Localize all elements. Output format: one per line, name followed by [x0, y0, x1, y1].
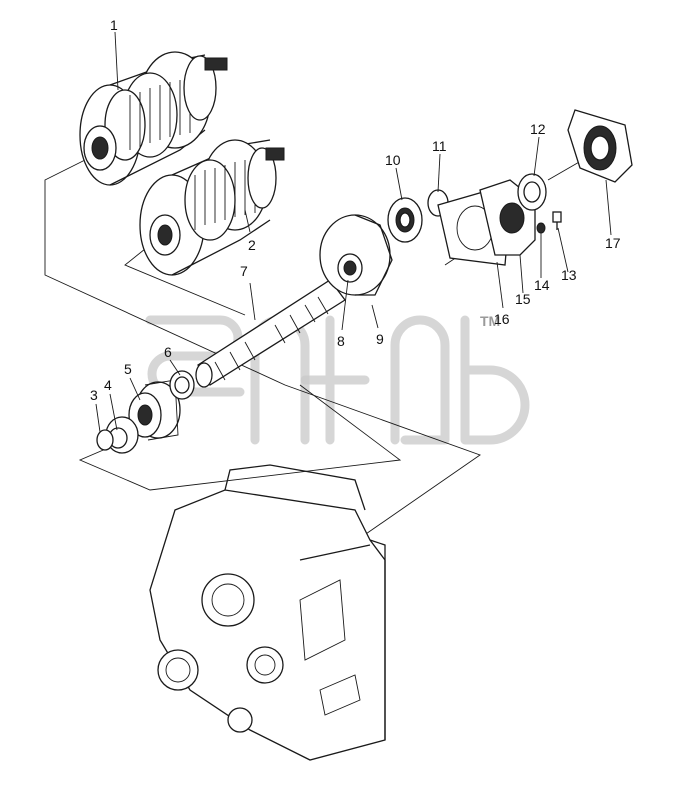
callout-10: 10 — [385, 152, 401, 168]
callout-16: 16 — [494, 311, 510, 327]
callout-17: 17 — [605, 235, 621, 251]
callout-11: 11 — [432, 138, 447, 154]
callout-12: 12 — [530, 121, 546, 137]
callout-14: 14 — [534, 277, 550, 293]
part-4-bearing — [105, 416, 139, 454]
part-7-main-shaft — [195, 279, 346, 388]
callout-3: 3 — [90, 387, 98, 403]
part-1-gear-cluster — [79, 51, 228, 186]
part-13-bolt — [552, 211, 562, 230]
part-10-bearing — [387, 197, 423, 243]
callout-5: 5 — [124, 361, 132, 377]
part-17-end-cover — [567, 109, 633, 183]
callout-6: 6 — [164, 344, 172, 360]
part-5-gear — [128, 379, 181, 441]
part-2-gear-cluster — [139, 139, 285, 276]
callout-1: 1 — [110, 17, 118, 33]
callout-2: 2 — [248, 237, 256, 253]
callout-13: 13 — [561, 267, 577, 283]
part-6-ring — [169, 370, 195, 400]
callout-leaders — [95, 31, 612, 433]
callout-4: 4 — [104, 377, 112, 393]
callout-7: 7 — [240, 263, 248, 279]
callout-8: 8 — [337, 333, 345, 349]
watermark-tm: TM — [480, 313, 500, 329]
gearbox-housing — [149, 464, 386, 761]
part-14-washer — [536, 222, 546, 234]
callout-15: 15 — [515, 291, 531, 307]
callout-labels: 1 2 3 4 5 6 7 8 9 10 11 12 13 14 15 16 1… — [90, 17, 621, 403]
callout-9: 9 — [376, 331, 384, 347]
part-12-seal — [517, 173, 547, 211]
part-9-gear — [319, 214, 393, 296]
part-3-ring — [96, 429, 114, 451]
